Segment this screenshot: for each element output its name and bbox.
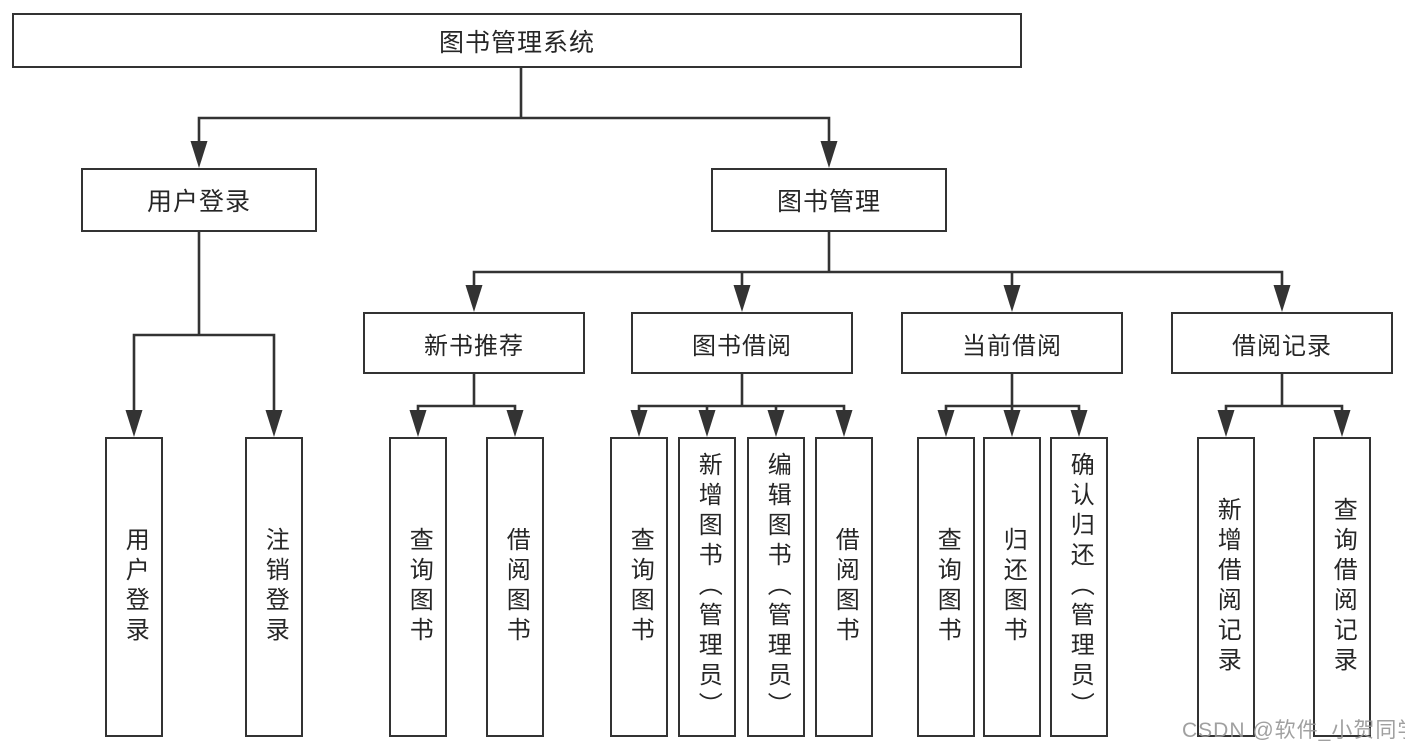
leaf-return-books: 归还图书	[983, 437, 1041, 737]
leaf-query-books-current: 查询图书	[917, 437, 975, 737]
leaf-add-borrow-record: 新增借阅记录	[1197, 437, 1255, 737]
leaf-add-books-admin: 新增图书（管理员）	[678, 437, 736, 737]
node-book-borrow: 图书借阅	[631, 312, 853, 374]
arrowheads	[125, 141, 1351, 437]
node-user-login-branch: 用户登录	[81, 168, 317, 232]
leaf-borrow-books-recommend: 借阅图书	[486, 437, 544, 737]
node-borrow-records: 借阅记录	[1171, 312, 1393, 374]
leaf-query-books-borrow: 查询图书	[610, 437, 668, 737]
node-new-book-recommend: 新书推荐	[363, 312, 585, 374]
leaf-query-borrow-record: 查询借阅记录	[1313, 437, 1371, 737]
node-root-system: 图书管理系统	[12, 13, 1022, 68]
node-book-management-branch: 图书管理	[711, 168, 947, 232]
node-current-borrow: 当前借阅	[901, 312, 1123, 374]
leaf-borrow-books: 借阅图书	[815, 437, 873, 737]
leaf-user-login: 用户登录	[105, 437, 163, 737]
leaf-confirm-return-admin: 确认归还（管理员）	[1050, 437, 1108, 737]
leaf-logout: 注销登录	[245, 437, 303, 737]
leaf-edit-books-admin: 编辑图书（管理员）	[747, 437, 805, 737]
leaf-query-books-recommend: 查询图书	[389, 437, 447, 737]
csdn-watermark: CSDN @软件_小贺同学	[1182, 719, 1405, 742]
